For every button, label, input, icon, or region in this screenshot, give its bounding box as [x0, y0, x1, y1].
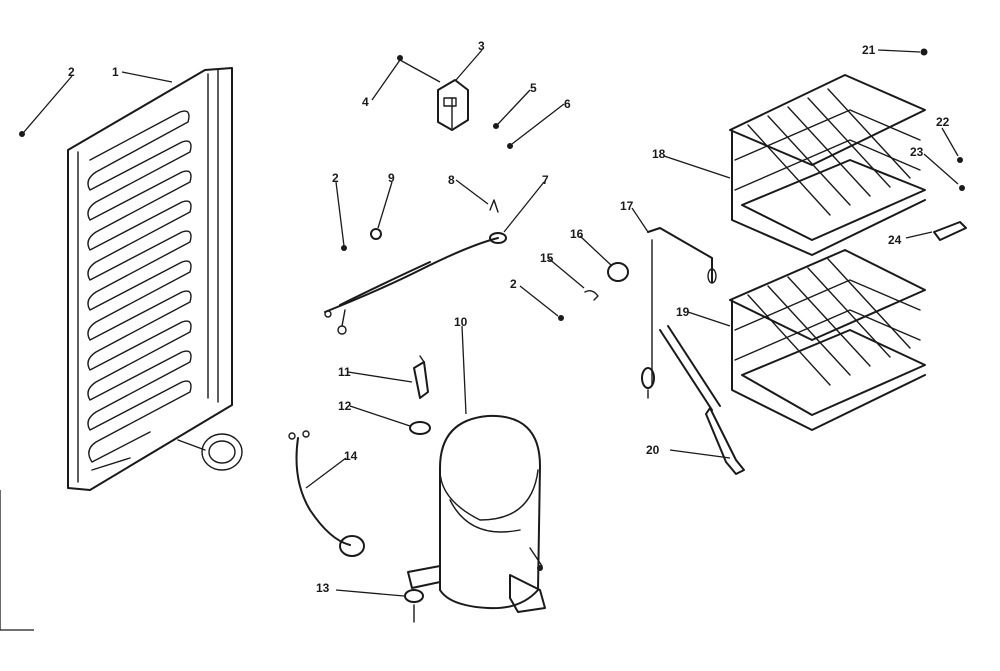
- callout-6: 6: [564, 97, 571, 111]
- callout-14: 14: [344, 449, 358, 463]
- small-clip: [584, 289, 599, 301]
- callout-10: 10: [454, 315, 468, 329]
- clip: [489, 199, 499, 213]
- callout-4: 4: [362, 95, 369, 109]
- callout-9: 9: [388, 171, 395, 185]
- callout-8: 8: [448, 173, 455, 187]
- compressor: [407, 414, 546, 613]
- leader-lines: [0, 49, 959, 631]
- capillary-tube: [641, 227, 717, 399]
- callout-21: 21: [862, 43, 876, 57]
- callout-1: 1: [112, 65, 119, 79]
- callout-3: 3: [478, 39, 485, 53]
- thermostat-probe: [659, 325, 745, 475]
- bolt: [413, 361, 429, 399]
- mount-grommet: [409, 421, 431, 435]
- callout-12: 12: [338, 399, 352, 413]
- grommet: [370, 228, 382, 240]
- callout-2c: 2: [510, 277, 517, 291]
- callout-13: 13: [316, 581, 330, 595]
- callout-22: 22: [936, 115, 950, 129]
- screw: [558, 315, 564, 321]
- callout-16: 16: [570, 227, 584, 241]
- callout-15: 15: [540, 251, 554, 265]
- callout-23: 23: [910, 145, 924, 159]
- shelf-upper: [729, 74, 926, 256]
- cap: [607, 262, 629, 282]
- callout-2: 2: [68, 65, 75, 79]
- callout-11: 11: [338, 365, 351, 379]
- callout-18: 18: [652, 147, 666, 161]
- callout-19: 19: [676, 305, 690, 319]
- callout-24: 24: [888, 233, 902, 247]
- callout-20: 20: [646, 443, 660, 457]
- shelf-clip: [933, 221, 967, 241]
- callout-5: 5: [530, 81, 537, 95]
- callout-17: 17: [620, 199, 634, 213]
- evaporator-plate: [67, 67, 243, 491]
- relay-bracket: [437, 79, 469, 131]
- power-cord: [288, 430, 365, 557]
- shelf-lower: [729, 249, 926, 431]
- wiring-harness: [324, 232, 507, 335]
- callout-numbers: 2 1 3 4 5 6 7 8 9 2 10 11 12 13 14 15 2 …: [68, 39, 950, 595]
- callout-7: 7: [542, 173, 549, 187]
- callout-2b: 2: [332, 171, 339, 185]
- fasteners: [19, 48, 965, 571]
- foot-grommet: [404, 589, 424, 603]
